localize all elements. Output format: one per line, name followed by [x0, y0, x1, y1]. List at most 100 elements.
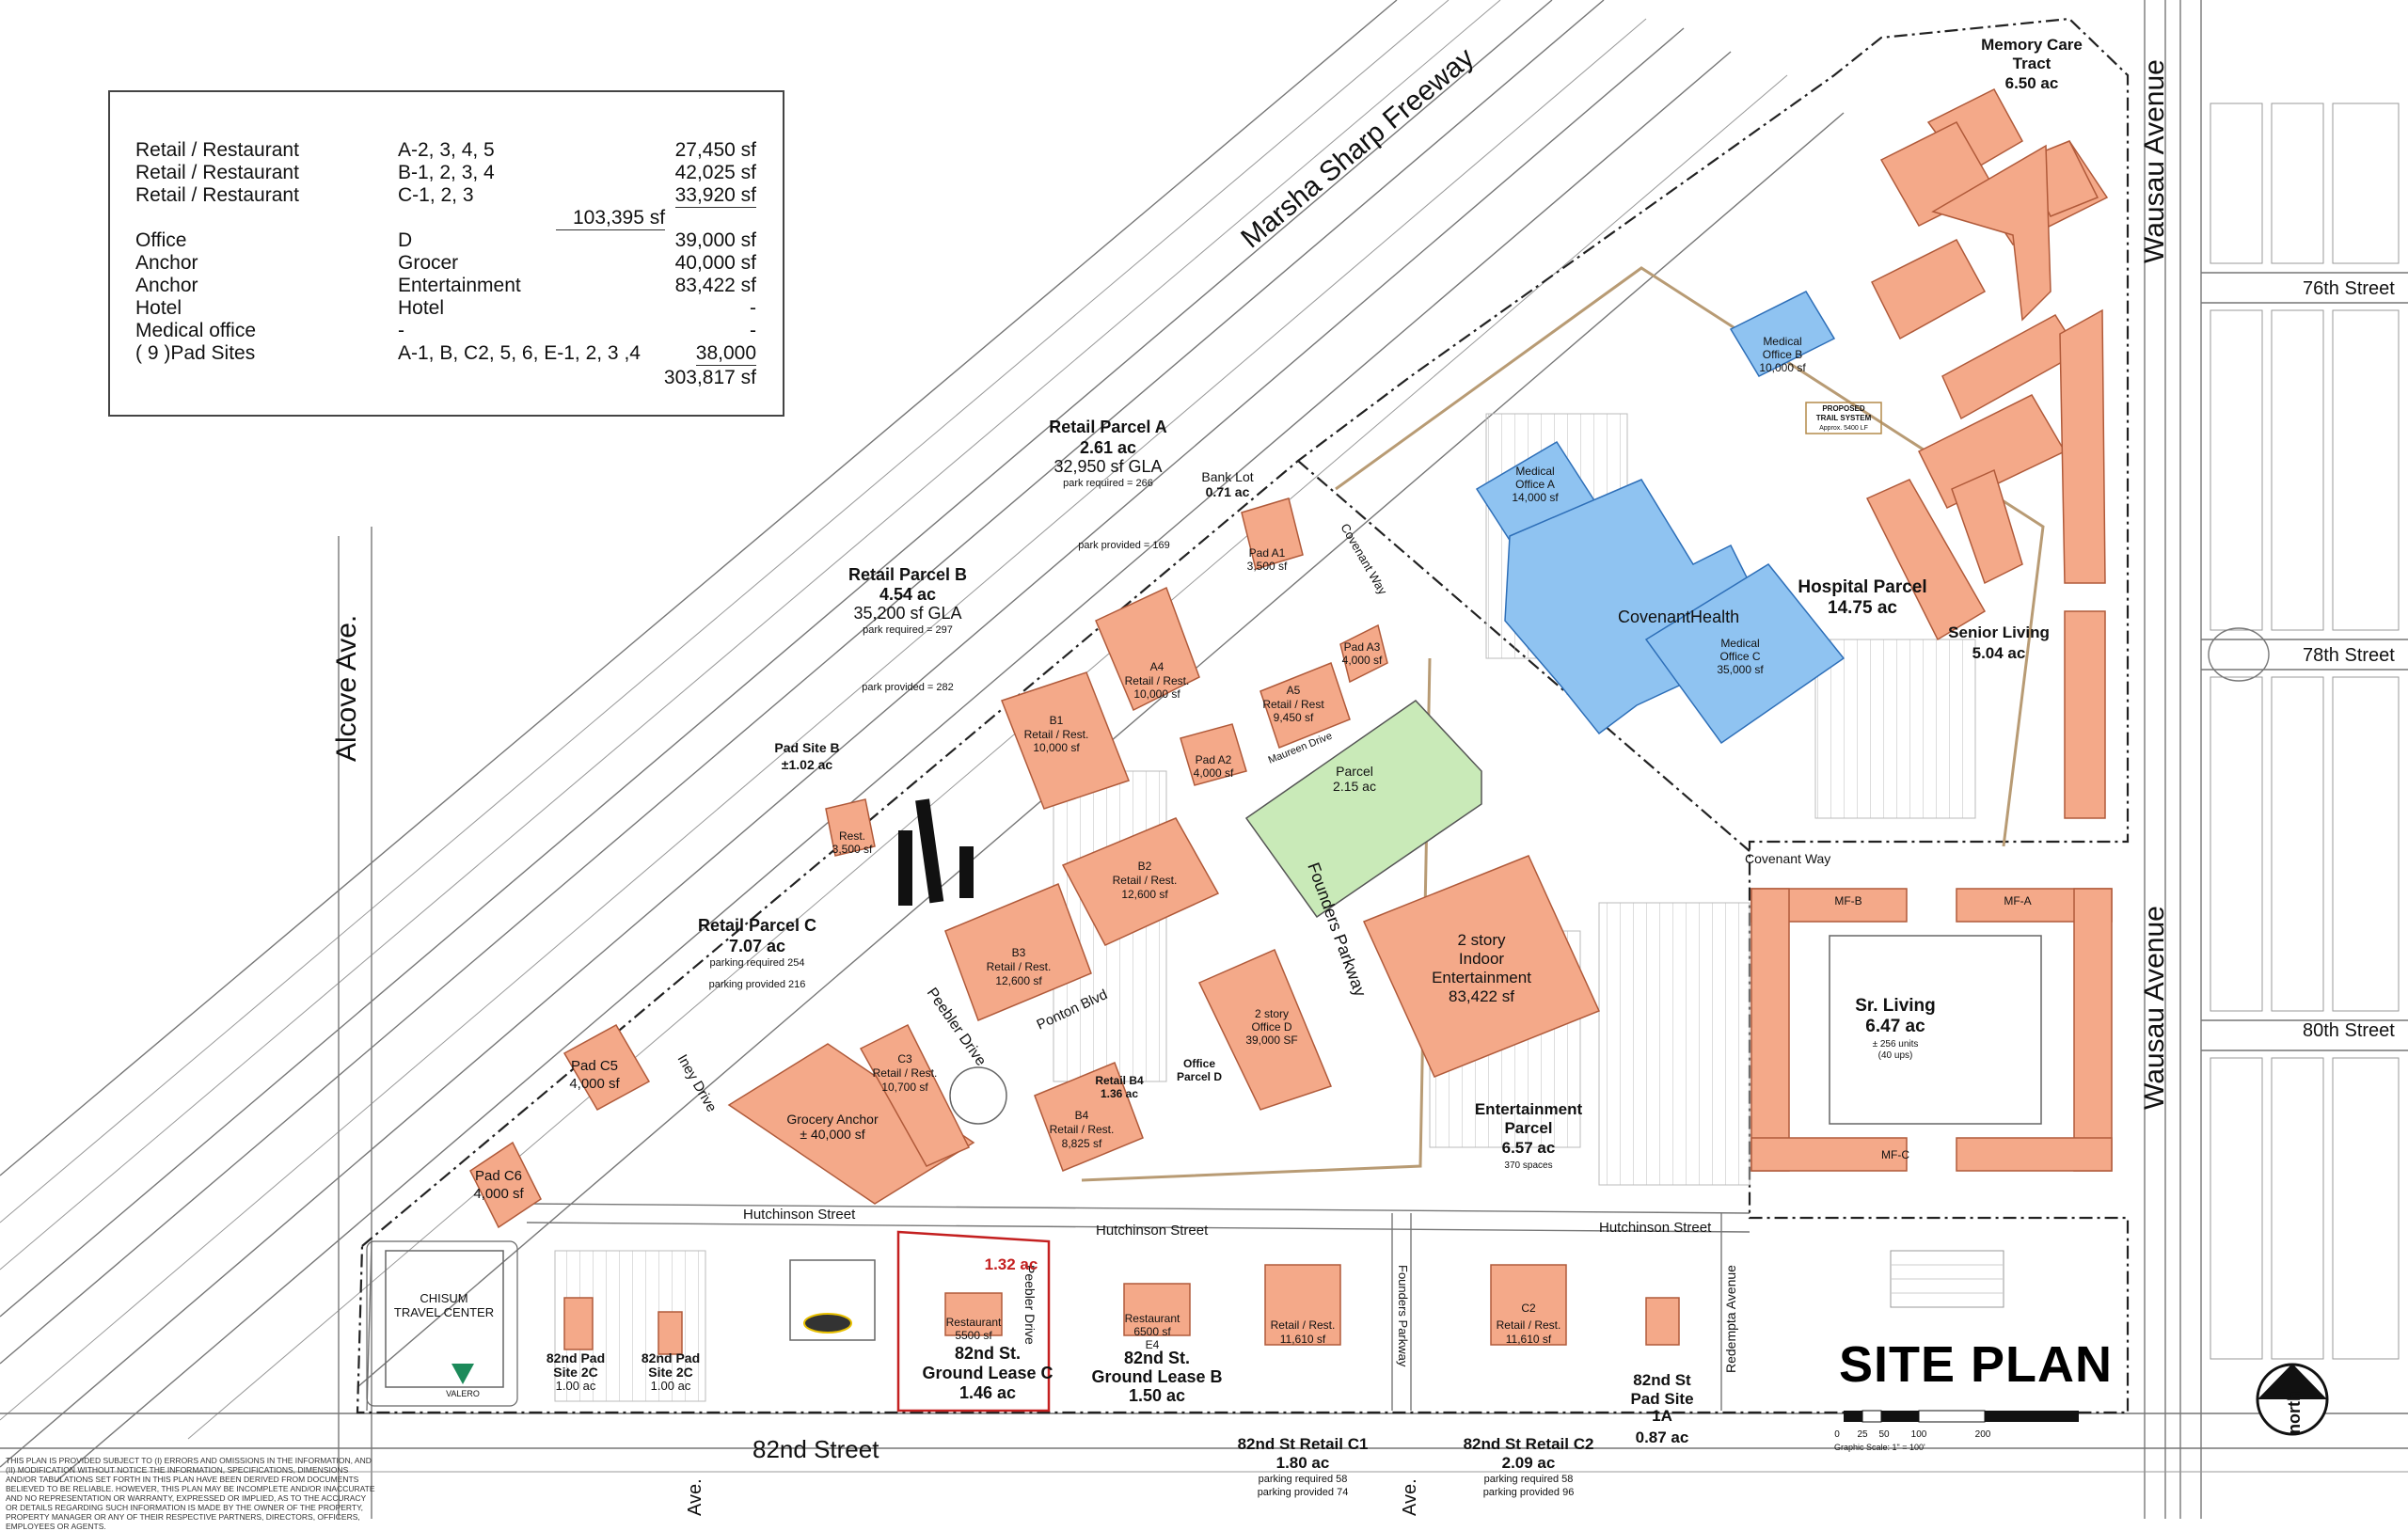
bank-lot-name: Bank Lot	[1201, 469, 1253, 484]
north-label: north	[2285, 1391, 2304, 1434]
med-a-2: Office A	[1515, 478, 1555, 491]
retail-parcel-b-gla: 35,200 sf GLA	[853, 604, 961, 623]
c3-name: C3	[897, 1052, 912, 1065]
c2-use: Retail / Rest.	[1497, 1318, 1561, 1332]
med-b-2: Office B	[1763, 348, 1802, 361]
covenant-way-label-1: Covenant Way	[1745, 851, 1830, 866]
pad-1a-2: Pad Site	[1630, 1390, 1693, 1408]
entertain-1: 2 story	[1457, 931, 1506, 949]
entertainment-parcel-spaces: 370 spaces	[1504, 1160, 1552, 1171]
chisum-1: CHISUM	[420, 1291, 467, 1305]
rest-name: Rest.	[839, 829, 865, 843]
pad-c6-sf: 4,000 sf	[473, 1186, 524, 1202]
office-d-3: 39,000 SF	[1245, 1034, 1297, 1047]
retail-c1-req: parking required 58	[1259, 1474, 1348, 1485]
street-78-label: 78th Street	[2303, 645, 2395, 666]
parking-table	[1890, 1250, 2004, 1308]
entertain-3: Entertainment	[1432, 969, 1531, 986]
alcove-label: Alcove Ave.	[331, 615, 362, 762]
summary-use: Office	[135, 229, 187, 251]
retail-parcel-b-req: park required = 297	[863, 624, 953, 636]
memory-care-area: 6.50 ac	[2005, 74, 2059, 92]
hutchinson-label-3: Hutchinson Street	[1599, 1220, 1712, 1236]
summary-sf: -	[750, 320, 756, 341]
ground-lease-b-3: 1.50 ac	[1129, 1386, 1185, 1405]
ground-lease-c-small: 1.32 ac	[985, 1255, 1038, 1273]
hutchinson-label-2: Hutchinson Street	[1096, 1223, 1209, 1239]
graphic-scale: 0 25 50 100 200 Graphic Scale: 1" = 100'	[1834, 1410, 2079, 1452]
retail-b4-name: Retail B4	[1095, 1074, 1144, 1087]
pad-c5-sf: 4,000 sf	[569, 1076, 620, 1092]
med-a-1: Medical	[1515, 465, 1554, 478]
rest-b-2: 6500 sf	[1133, 1325, 1171, 1338]
summary-pads: Entertainment	[398, 275, 521, 296]
ave-label-2: Ave.	[1400, 1478, 1420, 1516]
street-80-label: 80th Street	[2303, 1020, 2395, 1041]
summary-use: Medical office	[135, 320, 257, 341]
summary-sf: 33,920 sf	[674, 184, 756, 208]
retail-parcel-a-req: park required = 266	[1063, 478, 1153, 489]
b2-name: B2	[1138, 860, 1152, 873]
retail-c1-name: 82nd St Retail C1	[1238, 1435, 1369, 1453]
alcove-ave-road	[338, 527, 372, 1519]
retail-parcel-c-req: parking required 254	[710, 957, 805, 969]
summary-sf: 83,422 sf	[674, 275, 756, 296]
retail-parcel-a-gla: 32,950 sf GLA	[1054, 457, 1162, 476]
summary-use: Retail / Restaurant	[135, 139, 299, 161]
retail-c2-name: 82nd St Retail C2	[1464, 1435, 1594, 1453]
freeway-label: Marsha Sharp Freeway	[1235, 42, 1480, 255]
a4-sf: 10,000 sf	[1133, 687, 1180, 701]
pad-a3-name: Pad A3	[1344, 640, 1381, 654]
sr-living-name: Sr. Living	[1855, 996, 1936, 1016]
b4-name: B4	[1075, 1109, 1089, 1122]
peebler-label-2: Peebler Drive	[1022, 1265, 1038, 1345]
mf-b-label: MF-B	[1834, 894, 1861, 908]
ave-label-1: Ave.	[685, 1478, 705, 1516]
pad-2c-b-3: 1.00 ac	[651, 1379, 691, 1393]
scale-50: 50	[1878, 1429, 1890, 1440]
chisum-2: TRAVEL CENTER	[394, 1305, 494, 1319]
retail-c2-area: 2.09 ac	[1502, 1454, 1556, 1472]
office-parcel-d-1: Office	[1183, 1057, 1215, 1070]
rest-b-3: E4	[1146, 1338, 1160, 1351]
mf-c-label: MF-C	[1881, 1148, 1909, 1161]
hospital-parcel-name: Hospital Parcel	[1798, 577, 1926, 597]
freeway-lanes	[0, 0, 1845, 1482]
summary-sf: 40,000 sf	[674, 252, 756, 274]
summary-pads: Hotel	[398, 297, 445, 319]
entertainment-parcel-area: 6.57 ac	[1502, 1139, 1556, 1157]
pad-site-b-area: ±1.02 ac	[782, 757, 833, 772]
a5-name: A5	[1287, 684, 1301, 697]
retail-parcel-c-name: Retail Parcel C	[698, 916, 816, 935]
med-b-1: Medical	[1763, 335, 1801, 348]
sr-living-area: 6.47 ac	[1865, 1017, 1925, 1036]
senior-living-area: 5.04 ac	[1972, 644, 2026, 662]
summary-sf: 38,000	[695, 342, 756, 366]
retail-c1-prov: parking provided 74	[1258, 1487, 1349, 1498]
entertain-4: 83,422 sf	[1449, 987, 1514, 1005]
trail-1: PROPOSED	[1822, 404, 1865, 413]
summary-sf: 39,000 sf	[674, 229, 756, 251]
retail-c2-prov: parking provided 96	[1483, 1487, 1575, 1498]
pad-1a-3: 1A	[1652, 1407, 1672, 1425]
scale-200: 200	[1975, 1429, 1991, 1440]
b3-use: Retail / Rest.	[987, 960, 1052, 973]
hutchinson-label-1: Hutchinson Street	[743, 1207, 856, 1223]
bank-lot-area: 0.71 ac	[1206, 484, 1250, 499]
valero-label: VALERO	[446, 1389, 480, 1398]
ground-lease-b-2: Ground Lease B	[1091, 1367, 1222, 1386]
hospital-campus: CovenantHealth	[1475, 291, 1846, 745]
med-c-3: 35,000 sf	[1717, 663, 1764, 676]
map-labels: Marsha Sharp Freeway Alcove Ave. Wausau …	[331, 36, 2395, 1516]
summary-use: Retail / Restaurant	[135, 184, 299, 206]
b3-sf: 12,600 sf	[995, 974, 1042, 987]
summary-use: Hotel	[135, 297, 182, 319]
rest-c-1: Restaurant	[946, 1316, 1002, 1329]
covenant-logo: CovenantHealth	[1618, 608, 1739, 626]
